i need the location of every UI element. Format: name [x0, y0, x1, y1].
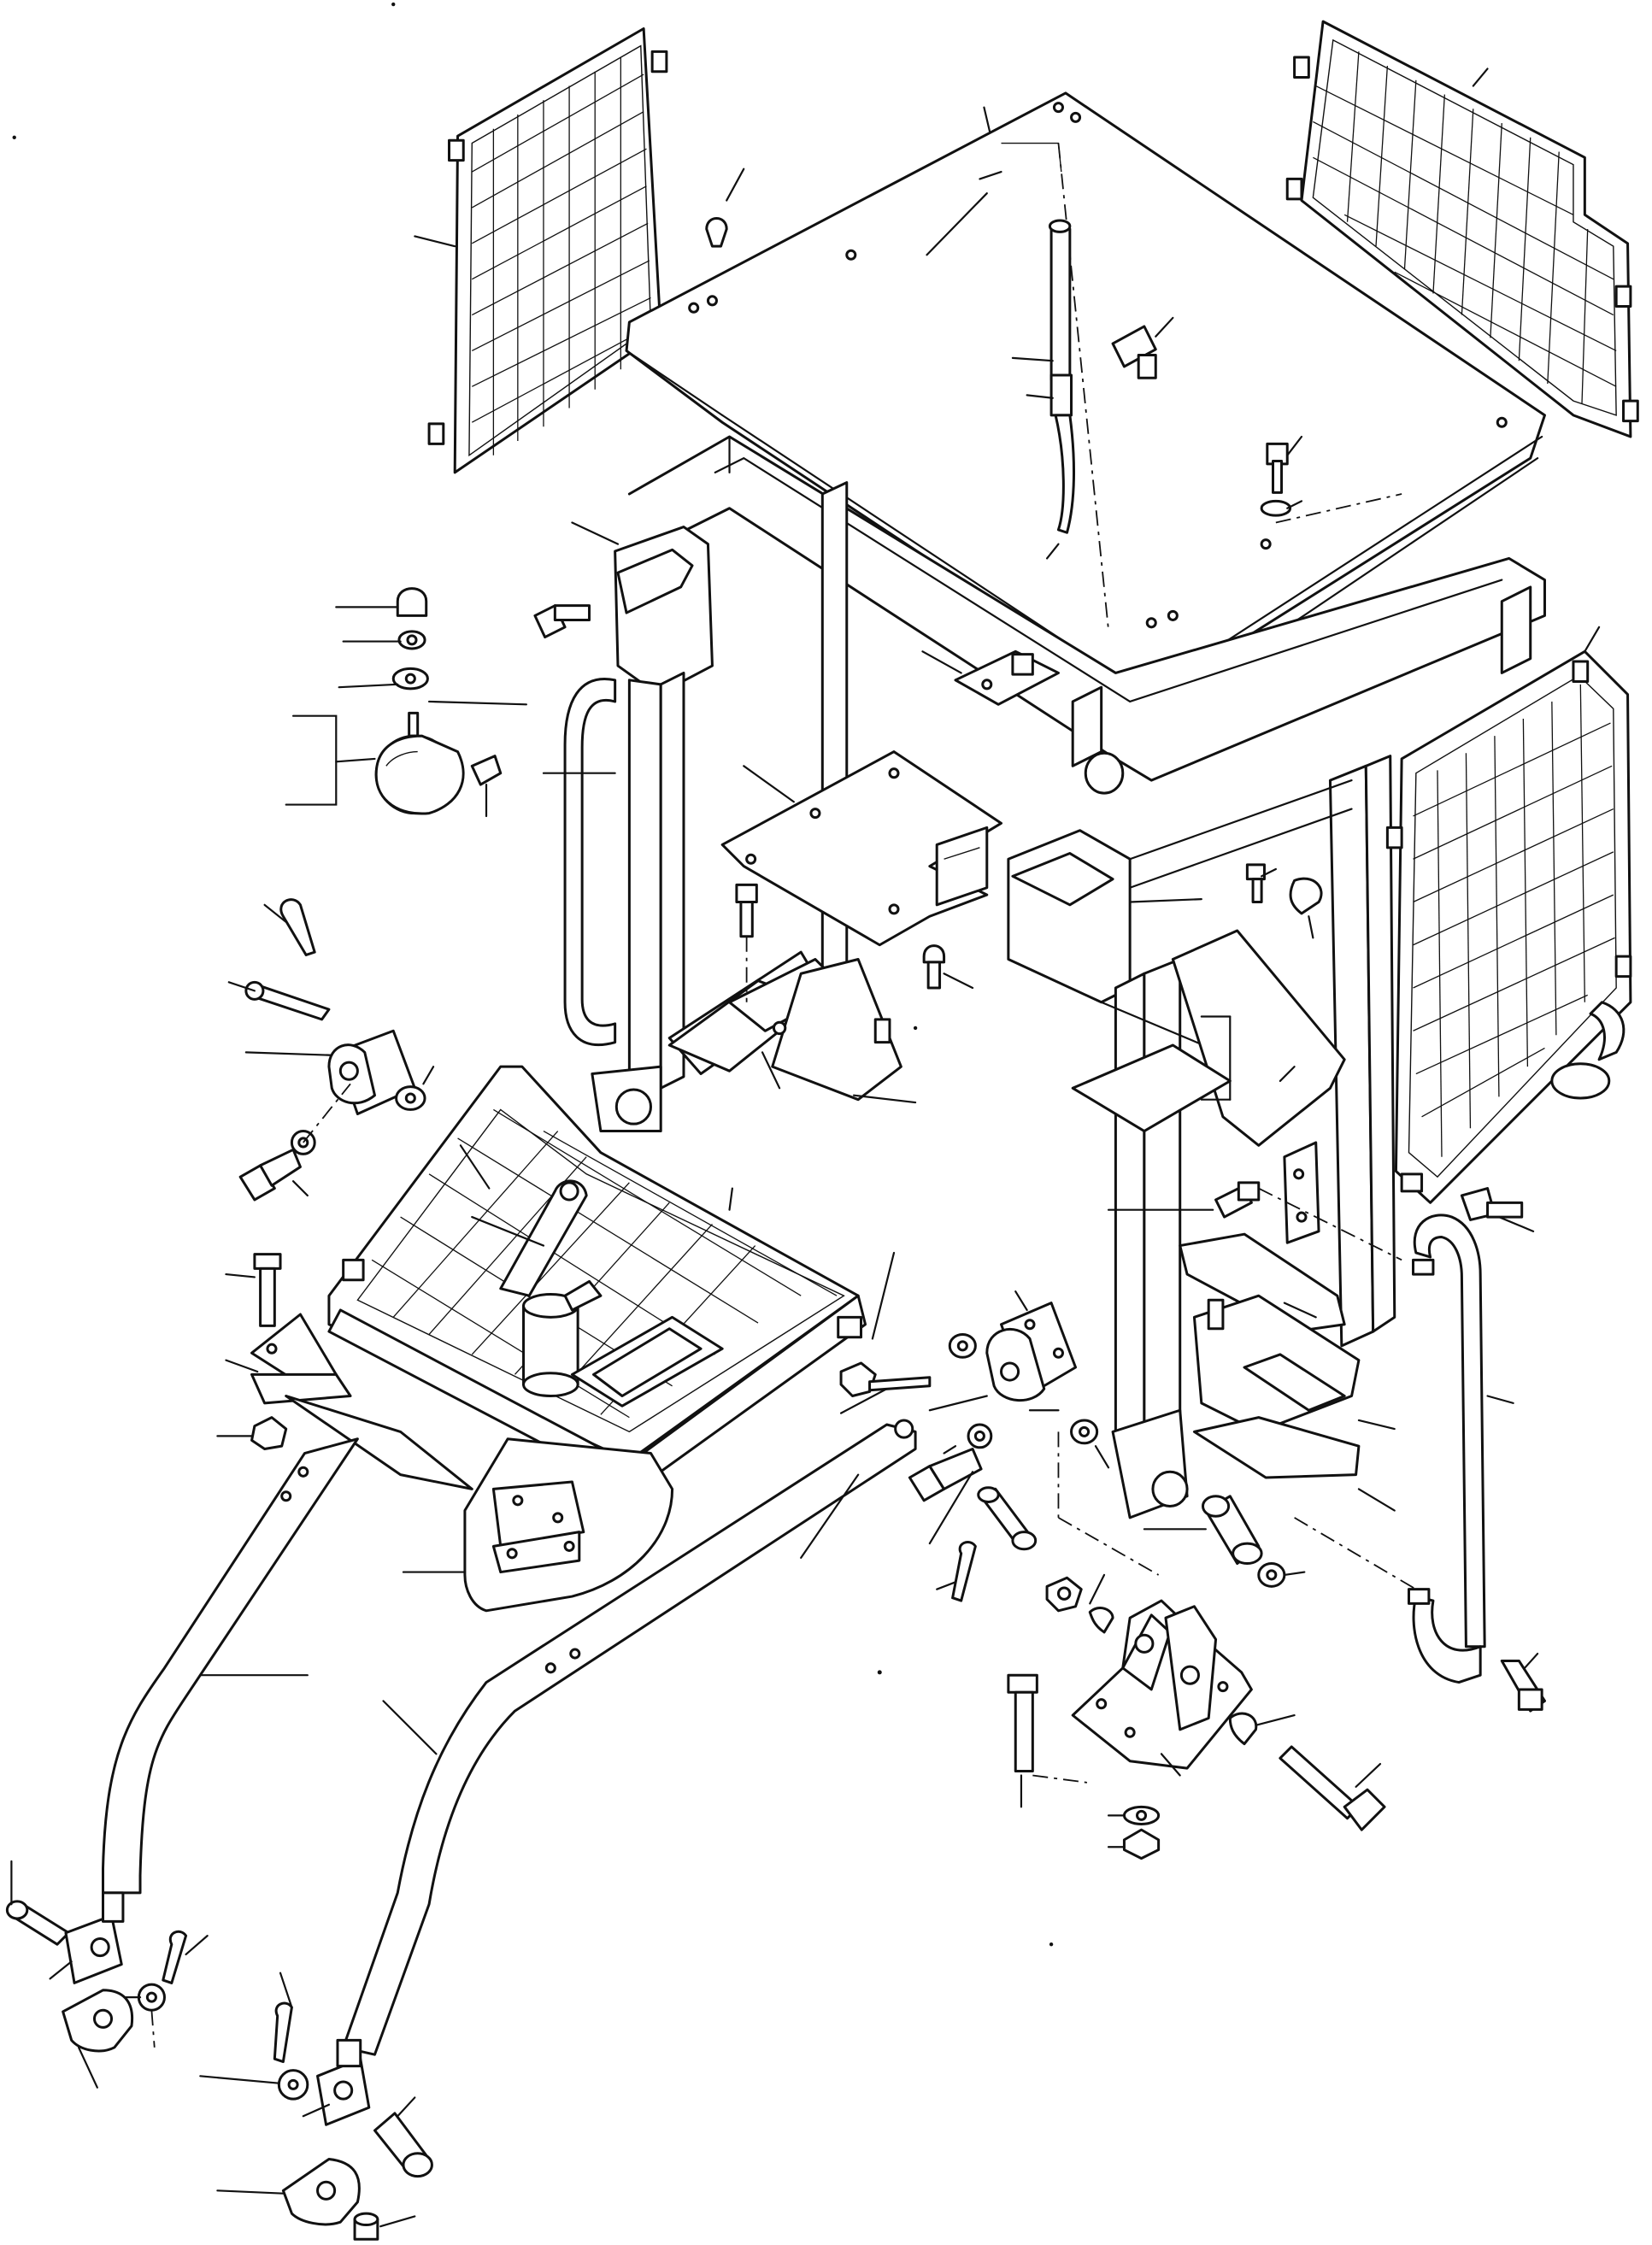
right-guard-mesh-grid: [1313, 51, 1616, 403]
cotter-pin-bottom-center: [274, 2003, 291, 2062]
rod-end-left: [66, 1893, 123, 1983]
lower-right-plate: [1180, 1234, 1359, 1478]
washer-left-upper: [291, 1087, 425, 1155]
washer-right-1: [1072, 1420, 1097, 1443]
washer-center-bottom: [968, 1425, 991, 1448]
bolt-hinge-right: [1216, 1183, 1259, 1217]
rod-end-center: [318, 2040, 369, 2125]
nut-center: [1047, 1578, 1081, 1611]
bolt-canopy-right: [1113, 326, 1155, 378]
front-left-post: [592, 527, 713, 1131]
support-rod: [1049, 220, 1073, 532]
knob-cap: [707, 218, 726, 246]
latch-plate: [955, 651, 1058, 704]
cam-plate-center: [283, 2159, 359, 2224]
bolt-bracket-right: [1280, 1747, 1385, 1830]
front-right-post: [1008, 831, 1187, 1518]
bolt-handrail-lower: [1502, 1660, 1544, 1711]
cotter-pin-upper-left: [281, 900, 315, 955]
washer-bottom-center: [279, 2071, 307, 2100]
bolt-frame-left: [535, 606, 590, 638]
bolt-center-a: [737, 884, 756, 936]
nut-hinge-bracket: [841, 1363, 875, 1396]
right-support-tube: [344, 1420, 915, 2054]
side-mesh-guard: [1387, 651, 1631, 1202]
bolt-center-bottom: [909, 1449, 981, 1500]
inner-floor-panel: [722, 752, 1001, 945]
seat-platform-with-mesh: [329, 1067, 866, 1489]
clevis-pin-upper-left: [246, 982, 329, 1020]
washer-hinge-bracket: [949, 1334, 975, 1357]
angled-bracket-center: [669, 960, 901, 1100]
bolt-center-b: [924, 946, 944, 988]
snap-ring-right: [1230, 1713, 1255, 1744]
bolt-canopy-lower: [1261, 444, 1290, 515]
bolt-side-guard: [1461, 1189, 1521, 1220]
bolt-bracket-left: [255, 1255, 280, 1326]
mounting-bracket: [1073, 1601, 1251, 1768]
bolt-left-angled: [240, 1149, 300, 1200]
mounting-bracket-left: [252, 1314, 473, 1489]
headlight-assembly: [376, 589, 501, 814]
foot-plate: [465, 1439, 673, 1611]
cam-plate-left: [63, 1990, 132, 2051]
side-guard-mesh-grid: [1414, 685, 1615, 1157]
hinge-bracket: [987, 1303, 1076, 1401]
bushing-sleeve: [1202, 1496, 1261, 1564]
left-mesh-guard: [429, 29, 667, 473]
cotter-pin-hinge: [870, 1378, 930, 1390]
nut-bracket-left: [252, 1418, 286, 1449]
left-support-tube: [103, 1439, 357, 1893]
clevis-pin-bottom-center: [374, 2113, 432, 2177]
bushing-small-bottom: [355, 2213, 378, 2239]
bolt-bracket-vertical: [1008, 1675, 1037, 1771]
snap-ring-center: [1090, 1608, 1113, 1632]
clevis-pin-center: [979, 1488, 1036, 1549]
washer-bottom-left: [138, 1984, 164, 2010]
washer-right-2: [1259, 1564, 1285, 1587]
clevis-pin-bottom-left: [7, 1901, 68, 1944]
left-guard-mesh-grid: [472, 57, 650, 455]
right-side-bracket: [1073, 931, 1344, 1243]
handrail-left-frame: [565, 679, 615, 1045]
cotter-pin-bottom-left: [163, 1931, 186, 1983]
cotter-pin-center: [953, 1543, 976, 1601]
right-mesh-guard: [1287, 21, 1637, 437]
handrail-right: [1408, 1215, 1484, 1683]
washer-nut-stack: [1124, 1807, 1158, 1858]
bolt-right-small: [1247, 865, 1321, 914]
